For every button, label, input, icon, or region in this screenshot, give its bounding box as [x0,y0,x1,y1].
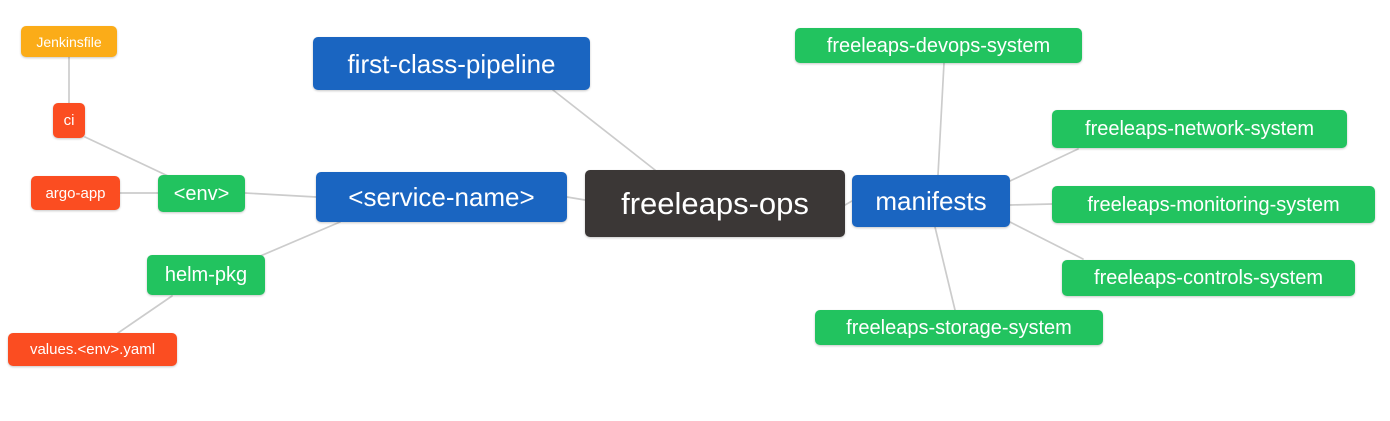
node-values-env-yaml[interactable]: values.<env>.yaml [8,333,177,366]
node-first-class-pipeline[interactable]: first-class-pipeline [313,37,590,90]
edge-helm-pkg-service-name [257,221,341,258]
node-manifests[interactable]: manifests [852,175,1010,227]
node-storage-system[interactable]: freeleaps-storage-system [815,310,1103,345]
node-helm-pkg[interactable]: helm-pkg [147,255,265,295]
node-argo-app[interactable]: argo-app [31,176,120,210]
edge-service-freeleaps-ops [566,196,586,201]
edge-pipeline-freeleaps-ops [552,89,656,171]
edge-manifests-network [1009,148,1079,182]
edge-manifests-devops [937,62,945,176]
node-monitoring-system[interactable]: freeleaps-monitoring-system [1052,186,1375,223]
edge-manifests-controls [1009,221,1084,260]
node-env[interactable]: <env> [158,175,245,212]
edge-env-service-name [244,192,317,198]
edge-ci-env [84,136,169,177]
node-network-system[interactable]: freeleaps-network-system [1052,110,1347,148]
node-freeleaps-ops[interactable]: freeleaps-ops [585,170,845,237]
edge-manifests-storage [934,226,956,311]
edge-values-helm-pkg [117,295,173,334]
node-devops-system[interactable]: freeleaps-devops-system [795,28,1082,63]
edge-freeleaps-ops-manifests [844,200,853,206]
node-jenkinsfile[interactable]: Jenkinsfile [21,26,117,57]
node-controls-system[interactable]: freeleaps-controls-system [1062,260,1355,296]
edge-manifests-monitoring [1009,203,1053,206]
node-service-name[interactable]: <service-name> [316,172,567,222]
node-ci[interactable]: ci [53,103,85,138]
